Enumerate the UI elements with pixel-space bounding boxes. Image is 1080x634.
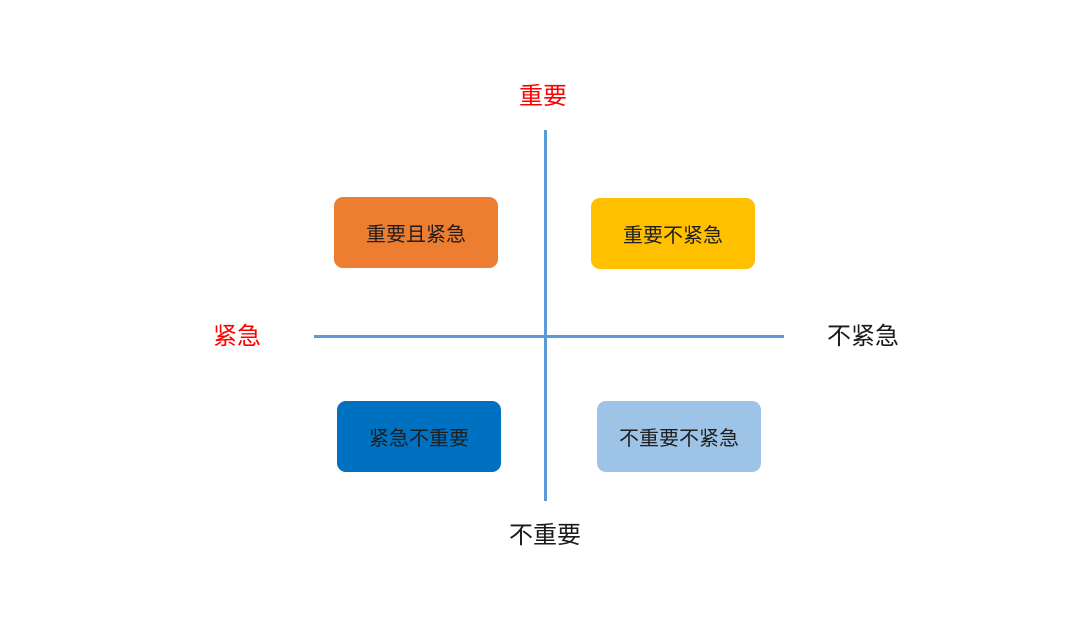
axis-label-urgent: 紧急: [213, 322, 261, 350]
vertical-axis-line: [544, 130, 547, 501]
axis-label-not-important: 不重要: [509, 521, 581, 549]
axis-label-important: 重要: [519, 82, 567, 110]
quadrant-important-urgent: 重要且紧急: [334, 197, 498, 268]
quadrant-label: 紧急不重要: [369, 426, 469, 450]
quadrant-label: 重要不紧急: [623, 223, 723, 247]
quadrant-not-important-not-urgent: 不重要不紧急: [597, 401, 761, 472]
quadrant-urgent-not-important: 紧急不重要: [337, 401, 501, 472]
horizontal-axis-line: [314, 335, 784, 338]
quadrant-label: 不重要不紧急: [619, 426, 739, 450]
axis-label-not-urgent: 不紧急: [827, 322, 899, 350]
quadrant-label: 重要且紧急: [366, 222, 466, 246]
quadrant-important-not-urgent: 重要不紧急: [591, 198, 755, 269]
